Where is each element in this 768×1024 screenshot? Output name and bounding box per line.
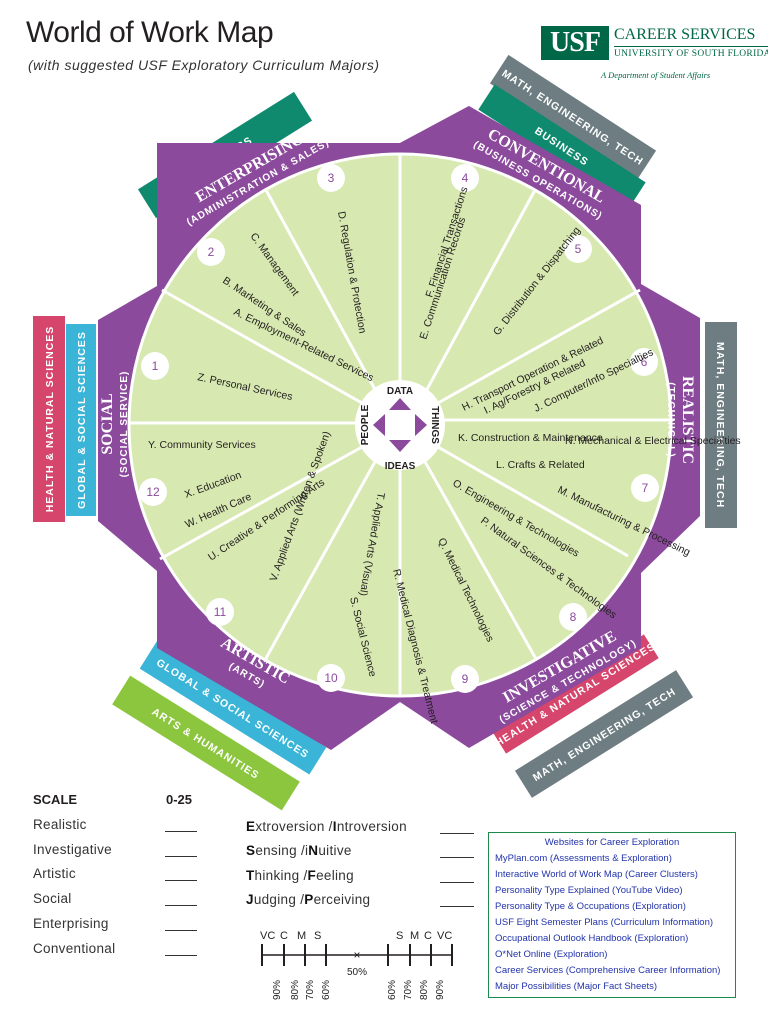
websites-title: Websites for Career Exploration [544,837,680,848]
link-semester-plans[interactable]: USF Eight Semester Plans (Curriculum Inf… [495,917,714,928]
banner-math-eng-tech-realistic: MATH, ENGINEERING, TECH [705,322,737,528]
scale-right-label: VC [437,930,452,942]
scale-left-label: M [297,930,306,942]
center-label-ideas: IDEAS [385,461,416,472]
cluster-n: N. Mechanical & Electrical Specialties [565,435,741,447]
region-title-social: SOCIAL [99,393,116,454]
scale-left-pct: 90% [272,980,283,1000]
region-number: 8 [570,610,577,624]
mbti-blank-tf[interactable] [440,881,474,883]
scale-left-pct: 70% [305,980,316,1000]
scale-right-label: M [410,930,419,942]
scale-item-social: Social [33,891,72,906]
region-number: 10 [324,671,338,685]
link-career-services[interactable]: Career Services (Comprehensive Career In… [495,965,721,976]
region-number: 7 [642,481,649,495]
link-personality-occupations[interactable]: Personality Type & Occupations (Explorat… [495,901,686,912]
usf-career-services-logo[interactable]: USF CAREER SERVICES UNIVERSITY OF SOUTH … [541,26,768,86]
banner-label: HEALTH & NATURAL SCIENCES [44,326,56,513]
score-blank-investigative[interactable] [165,855,197,857]
region-numbers: 1 2 3 4 5 6 7 8 9 10 11 12 [139,164,659,693]
region-number: 12 [146,485,160,499]
scale-item-realistic: Realistic [33,817,87,832]
region-number: 5 [575,242,582,256]
logo-university: UNIVERSITY OF SOUTH FLORIDA [614,46,768,59]
scale-right-label: C [424,930,432,942]
region-number: 6 [641,355,648,369]
preference-scale: × VC C M S S M C VC 50% 90% 80% 70% 60% … [260,930,453,1000]
link-personality-video[interactable]: Personality Type Explained (YouTube Vide… [495,885,683,896]
region-number: 1 [152,359,159,373]
scale-right-pct: 80% [419,980,430,1000]
region-number: 4 [462,171,469,185]
link-ooh[interactable]: Occupational Outlook Handbook (Explorati… [495,933,689,944]
region-subtitle: (SOCIAL SERVICE) [119,371,130,478]
mbti-blank-ei[interactable] [440,832,474,834]
mbti-blank-sn[interactable] [440,856,474,858]
link-interactive-map[interactable]: Interactive World of Work Map (Career Cl… [495,869,698,880]
region-number: 2 [208,245,215,259]
link-major-possibilities[interactable]: Major Possibilities (Major Fact Sheets) [495,981,658,992]
scale-left-pct: 80% [290,980,301,1000]
scale-right-pct: 70% [403,980,414,1000]
websites-panel: Websites for Career Exploration MyPlan.c… [488,832,736,998]
scale-midpoint-mark: × [353,948,360,962]
region-number: 11 [214,605,227,619]
cluster-l: L. Crafts & Related [496,459,585,471]
sector-dividers [129,154,671,696]
logo-department: A Department of Student Affairs [601,70,711,80]
scale-heading: SCALE [33,792,78,807]
scale-left-label: C [280,930,288,942]
scale-item-enterprising: Enterprising [33,916,109,931]
scale-left-label: VC [260,930,275,942]
page-subtitle: (with suggested USF Exploratory Curricul… [28,57,380,73]
score-blank-conventional[interactable] [165,954,197,956]
scale-left-label: S [314,930,321,942]
banner-global-social-social: GLOBAL & SOCIAL SCIENCES [66,324,96,516]
score-blank-realistic[interactable] [165,830,197,832]
center-label-things: THINGS [429,406,440,444]
scale-left-pct: 60% [321,980,332,1000]
logo-career-services: CAREER SERVICES [614,26,756,43]
scale-range: 0-25 [166,792,193,807]
mbti-row-tf: Thinking /Feeling [246,868,354,883]
banner-health-natural-social: HEALTH & NATURAL SCIENCES [33,316,65,522]
center-label-data: DATA [387,386,413,397]
banner-label: GLOBAL & SOCIAL SCIENCES [76,331,88,509]
score-blank-social[interactable] [165,904,197,906]
region-title-realistic: REALISTIC [679,376,696,464]
mbti-row-jp: Judging /Perceiving [246,892,371,907]
scale-mid-pct: 50% [347,967,367,978]
link-onet[interactable]: O*Net Online (Exploration) [495,949,608,960]
scale-right-pct: 90% [435,980,446,1000]
usf-logo-mark: USF [541,26,609,60]
page-title: World of Work Map [26,16,274,49]
scale-item-conventional: Conventional [33,941,116,956]
region-subtitle: (TECHNICAL) [665,382,676,457]
scale-item-investigative: Investigative [33,842,112,857]
mbti-blank-jp[interactable] [440,905,474,907]
mbti-row-ei: Extroversion /Introversion [246,819,407,834]
score-blank-enterprising[interactable] [165,929,197,931]
mbti-row-sn: Sensing /iNuitive [246,843,352,858]
score-blank-artistic[interactable] [165,879,197,881]
scale-right-pct: 60% [387,980,398,1000]
cluster-k: K. Construction & Maintenance [458,432,603,444]
scale-item-artistic: Artistic [33,866,76,881]
center-label-people: PEOPLE [360,404,371,445]
center-compass: DATA IDEAS PEOPLE THINGS [355,380,445,472]
region-number: 9 [462,672,469,686]
region-number: 3 [328,171,335,185]
scale-right-label: S [396,930,403,942]
cluster-y: Y. Community Services [148,439,256,451]
banner-label: MATH, ENGINEERING, TECH [714,342,726,508]
link-myplan[interactable]: MyPlan.com (Assessments & Exploration) [495,853,672,864]
